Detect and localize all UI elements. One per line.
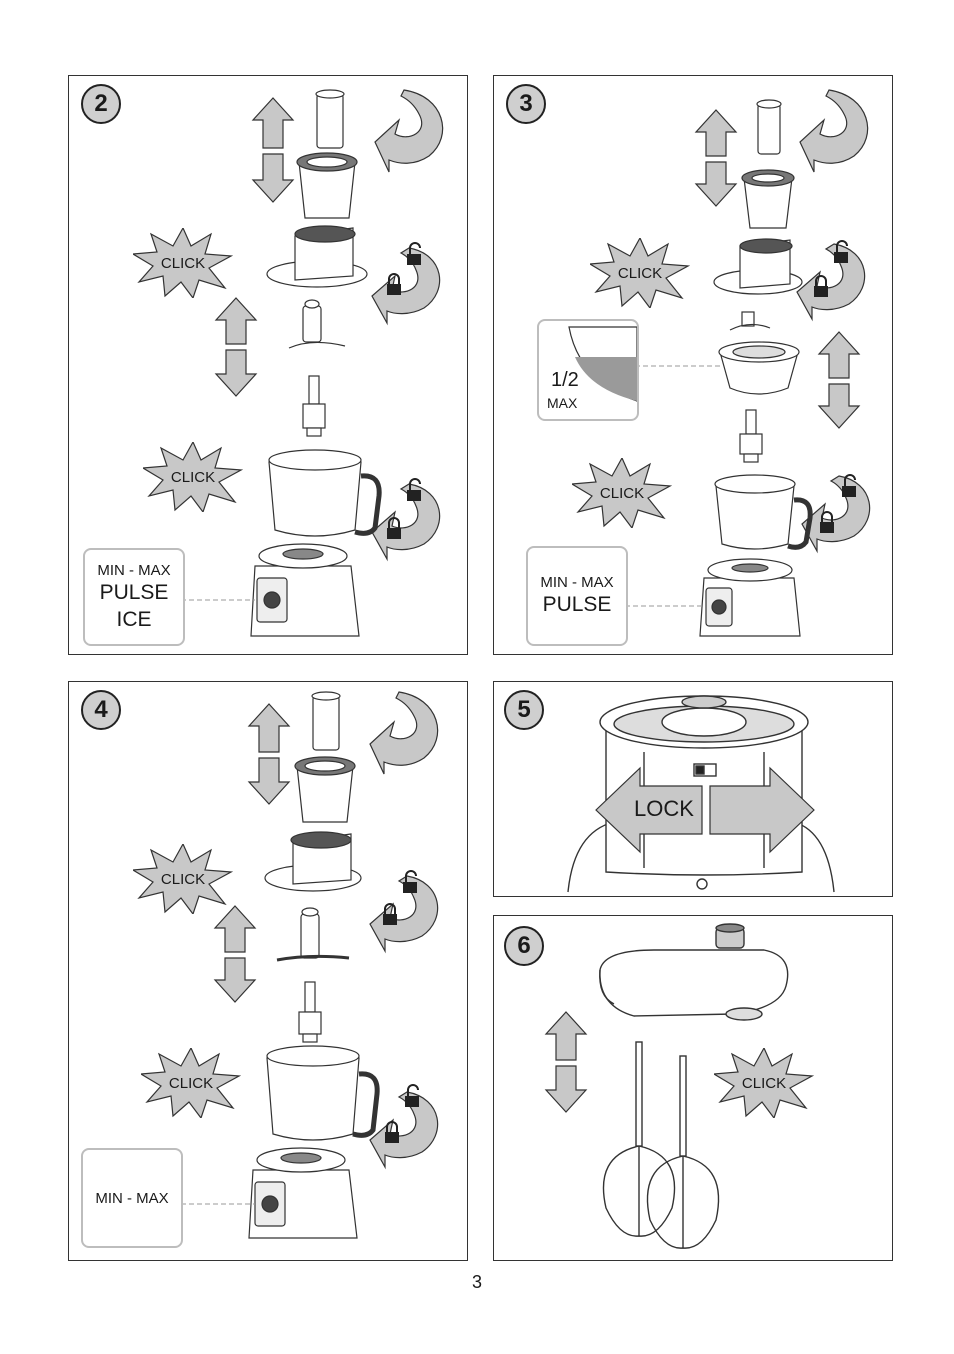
fill-level-box: 1/2 MAX (537, 319, 639, 421)
step-number-4: 4 (81, 690, 121, 730)
click-label: CLICK (617, 264, 663, 282)
click-burst: CLICK (572, 458, 672, 528)
padlock-open-icon (834, 240, 848, 263)
padlock-closed-icon (820, 511, 834, 533)
bowl (268, 449, 382, 537)
beater-right (646, 1055, 720, 1249)
lock-arrow-right-icon (709, 766, 815, 854)
click-label: CLICK (160, 254, 206, 272)
drive-shaft (302, 375, 326, 437)
up-down-arrow-icon (247, 703, 291, 805)
fill-max: MAX (547, 395, 578, 411)
large-pusher (294, 756, 356, 823)
panel-step-6: 6 CLICK (493, 915, 893, 1261)
step-number-6: 6 (504, 926, 544, 966)
padlock-open-icon (403, 870, 417, 893)
small-pusher (756, 99, 782, 155)
motor-base (250, 543, 360, 637)
click-burst: CLICK (714, 1048, 814, 1118)
padlock-closed-icon (387, 517, 401, 539)
speed-ice: ICE (116, 607, 152, 631)
large-pusher (296, 152, 358, 219)
drive-shaft (739, 409, 763, 463)
fill-level-bowl-icon (568, 326, 637, 402)
lid-closeup (567, 695, 835, 893)
motor-base (248, 1147, 358, 1239)
padlock-open-icon (405, 1084, 419, 1107)
lock-label: LOCK (634, 796, 694, 821)
padlock-open-icon (842, 474, 856, 497)
padlock-closed-icon (814, 275, 828, 297)
step-4-illustration (181, 691, 439, 1239)
speed-settings-box: MIN - MAX PULSE (526, 546, 628, 646)
rotate-arrow-icon (369, 691, 439, 775)
large-pusher (741, 169, 795, 229)
rotate-arrow-icon (374, 89, 444, 173)
speed-min-max: MIN - MAX (97, 561, 171, 579)
speed-settings-box: MIN - MAX (81, 1148, 183, 1248)
up-down-arrow-icon (214, 297, 258, 397)
lock-arrow-left-icon (595, 766, 703, 854)
click-label: CLICK (741, 1074, 787, 1092)
panel-step-2: 2 (68, 75, 468, 655)
step-6-illustration (544, 923, 789, 1249)
padlock-open-icon (407, 242, 421, 265)
click-burst: CLICK (133, 228, 233, 298)
beater-left (602, 1041, 676, 1237)
whisk-blade (729, 311, 771, 331)
padlock-closed-icon (385, 1121, 399, 1143)
click-label: CLICK (160, 870, 206, 888)
click-burst: CLICK (590, 238, 690, 308)
click-burst: CLICK (143, 442, 243, 512)
panel-step-3: 3 (493, 75, 893, 655)
rotate-arrow-icon (799, 89, 869, 173)
hand-mixer-head (599, 923, 789, 1021)
dough-blade (276, 907, 350, 962)
panel-step-5: 5 LOCK (493, 681, 893, 897)
step-number-3: 3 (506, 84, 546, 124)
bowl (266, 1045, 380, 1141)
padlock-open-icon (407, 478, 421, 501)
rotate-lock-arrow-icon (371, 483, 441, 562)
speed-pulse: PULSE (542, 593, 612, 616)
step-5-illustration (567, 695, 835, 893)
up-down-arrow-icon (817, 331, 861, 429)
chopping-blade (288, 299, 346, 349)
chopping-insert (718, 341, 800, 395)
drive-shaft (298, 981, 322, 1043)
up-down-arrow-icon (251, 97, 295, 203)
speed-pulse: PULSE (99, 580, 169, 604)
padlock-closed-icon (387, 273, 401, 295)
lid (264, 831, 362, 892)
up-down-arrow-icon (544, 1011, 588, 1113)
padlock-closed-icon (383, 903, 397, 925)
lid (266, 225, 368, 288)
small-pusher (311, 691, 341, 751)
step-number-2: 2 (81, 84, 121, 124)
rotate-lock-arrow-icon (796, 243, 866, 322)
click-burst: CLICK (133, 844, 233, 914)
speed-min-max: MIN - MAX (95, 1189, 169, 1207)
panel-step-4: 4 (68, 681, 468, 1261)
page-number: 3 (471, 1272, 482, 1292)
lid (713, 238, 803, 295)
bowl (714, 474, 813, 550)
click-label: CLICK (170, 468, 216, 486)
step-2-illustration (181, 89, 444, 637)
rotate-lock-arrow-icon (369, 1091, 439, 1170)
click-label: CLICK (168, 1074, 214, 1092)
rotate-lock-arrow-icon (371, 247, 441, 326)
up-down-arrow-icon (694, 109, 738, 207)
step-number-5: 5 (504, 690, 544, 730)
click-burst: CLICK (141, 1048, 241, 1118)
step-3-illustration (625, 89, 871, 637)
small-pusher (315, 89, 345, 149)
speed-settings-box: MIN - MAX PULSE ICE (83, 548, 185, 646)
up-down-arrow-icon (213, 905, 257, 1003)
click-label: CLICK (599, 484, 645, 502)
motor-base (699, 558, 801, 637)
fill-fraction: 1/2 (551, 369, 579, 391)
speed-min-max: MIN - MAX (540, 574, 614, 591)
